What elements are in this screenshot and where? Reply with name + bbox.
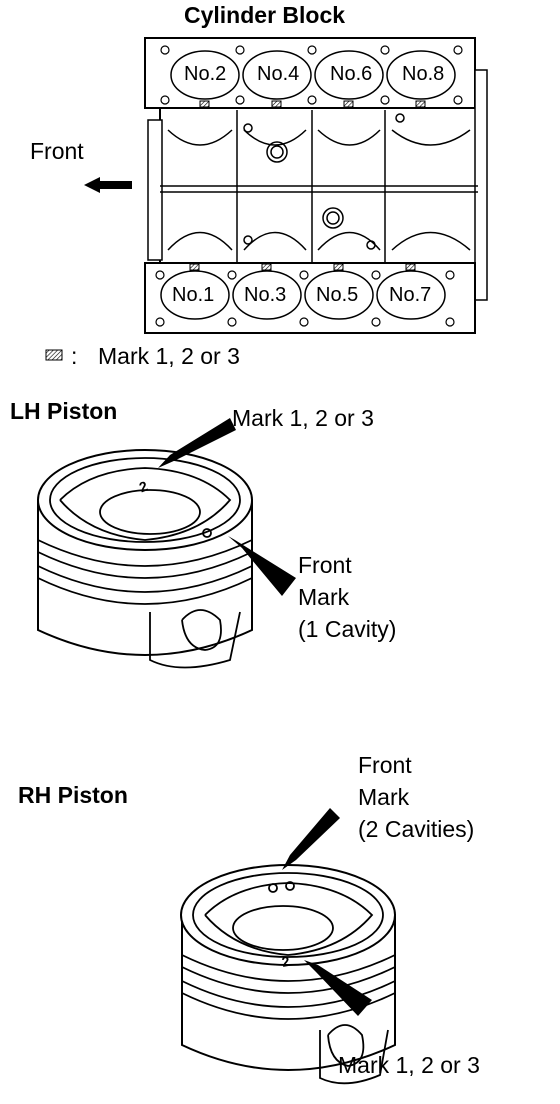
lh-piston-mark-label: Mark 1, 2 or 3 <box>232 405 374 431</box>
cylinder-label-no3: No.3 <box>244 284 287 306</box>
cylinder-label-no1: No.1 <box>172 284 215 306</box>
front-arrow <box>84 177 132 193</box>
rh-piston-stamp: 2 <box>281 953 292 970</box>
cylinder-label-no2: No.2 <box>184 63 227 85</box>
lh-piston-title: LH Piston <box>10 398 118 424</box>
cylinder-label-no4: No.4 <box>257 63 300 85</box>
rh-front-mark-line-2: Mark <box>358 784 410 810</box>
rh-mark-pointer <box>304 960 372 1016</box>
front-label: Front <box>30 138 84 164</box>
lh-front-mark-line-2: Mark <box>298 584 350 610</box>
lh-front-pointer <box>228 536 296 596</box>
legend-separator: : <box>71 343 78 369</box>
block-bottom-deck <box>144 262 476 334</box>
rh-piston-mark-label: Mark 1, 2 or 3 <box>338 1052 480 1078</box>
rh-front-mark-line-1: Front <box>358 752 412 778</box>
legend-hatch-icon <box>45 349 63 361</box>
cylinder-label-no7: No.7 <box>389 284 432 306</box>
mark-squares <box>189 100 426 271</box>
rh-piston-title: RH Piston <box>18 782 128 808</box>
rh-front-mark-line-3: (2 Cavities) <box>358 816 475 842</box>
lh-mark-pointer <box>158 418 236 468</box>
legend-text: Mark 1, 2 or 3 <box>98 343 240 369</box>
block-title: Cylinder Block <box>184 2 346 28</box>
rh-front-pointer <box>282 808 340 870</box>
cylinder-label-no8: No.8 <box>402 63 445 85</box>
cylinder-label-no5: No.5 <box>316 284 359 306</box>
cylinder-label-no6: No.6 <box>330 63 373 85</box>
lh-front-mark-line-3: (1 Cavity) <box>298 616 397 642</box>
lh-front-mark-line-1: Front <box>298 552 352 578</box>
